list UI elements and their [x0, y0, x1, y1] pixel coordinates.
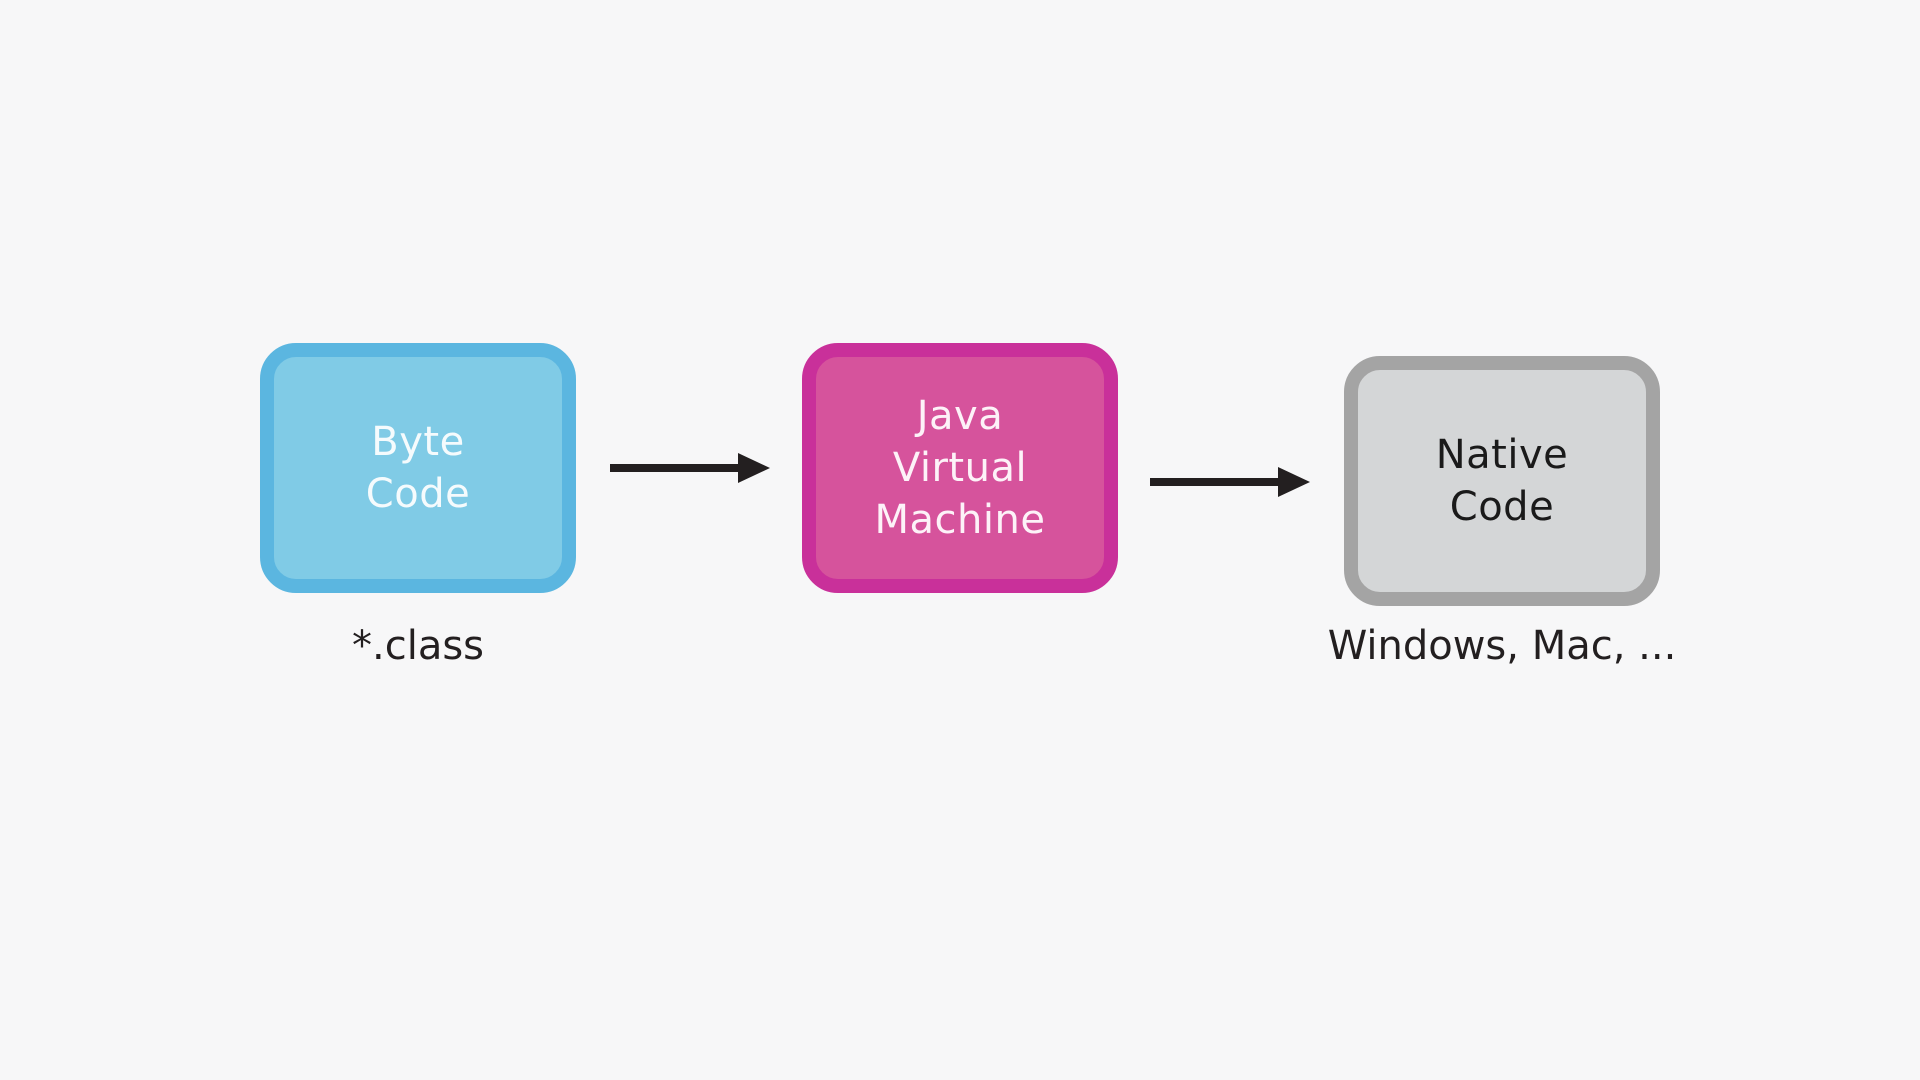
bytecode-caption: *.class — [351, 623, 485, 669]
jvm-label-line-2: Virtual — [892, 445, 1028, 491]
native-code-label-line-2: Code — [1449, 484, 1555, 530]
arrow-jvm-to-native — [1150, 467, 1310, 497]
bytecode-label: Byte Code — [366, 416, 470, 520]
arrow-1-head — [738, 453, 770, 483]
jvm-label: Java Virtual Machine — [875, 390, 1046, 546]
native-code-box: Native Code — [1344, 356, 1660, 606]
bytecode-label-line-2: Code — [365, 471, 471, 517]
arrow-2-head — [1278, 467, 1310, 497]
jvm-label-line-1: Java — [916, 393, 1004, 439]
jvm-label-line-3: Machine — [874, 497, 1046, 543]
bytecode-label-line-1: Byte — [371, 419, 465, 465]
native-code-caption: Windows, Mac, ... — [1327, 623, 1677, 669]
jvm-box: Java Virtual Machine — [802, 343, 1118, 593]
native-code-label-line-1: Native — [1435, 432, 1569, 478]
bytecode-box: Byte Code — [260, 343, 576, 593]
native-code-label: Native Code — [1436, 429, 1569, 533]
arrow-bytecode-to-jvm — [610, 453, 770, 483]
